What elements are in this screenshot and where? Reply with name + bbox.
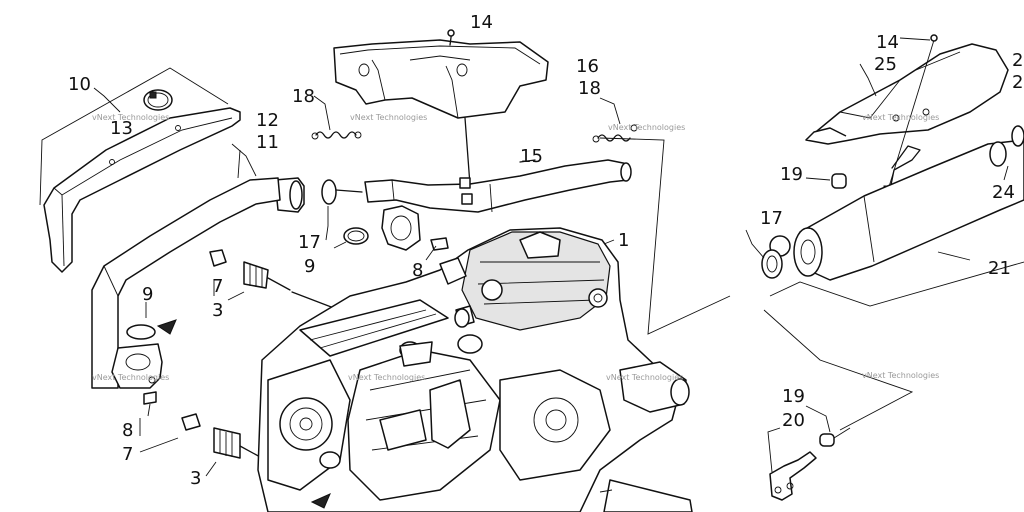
callout-12: 12 — [256, 110, 279, 131]
muffler — [769, 139, 1024, 281]
callout-8: 8 — [122, 420, 133, 441]
callout-25: 25 — [874, 54, 897, 75]
callout-8: 8 — [412, 260, 423, 281]
leader-line — [599, 97, 621, 125]
leader-line — [1003, 165, 1009, 181]
callout-15: 15 — [520, 146, 543, 167]
heat-shield-left — [43, 107, 241, 273]
leader-line — [599, 489, 613, 493]
callout-22: 22 — [1012, 50, 1024, 71]
leader-line — [767, 427, 781, 473]
rubber-grommet — [831, 173, 847, 189]
callout-20: 20 — [782, 410, 805, 431]
leader-line — [805, 177, 831, 181]
bolt — [425, 237, 449, 261]
callout-1: 1 — [618, 230, 629, 251]
leader-line — [805, 405, 831, 433]
leader-line — [464, 117, 471, 186]
leader-line — [139, 437, 179, 453]
leader-line — [205, 461, 217, 477]
watermark: vNext Technologies — [348, 373, 425, 382]
callout-18: 18 — [292, 86, 315, 107]
spring-left — [311, 131, 362, 140]
watermark: vNext Technologies — [862, 371, 939, 380]
spring-hook — [889, 145, 921, 191]
callout-10: 10 — [68, 74, 91, 95]
exhaust-header-pipe — [364, 159, 632, 251]
callout-17: 17 — [298, 232, 321, 253]
gasket-ring — [761, 249, 783, 279]
heat-shield-right — [805, 43, 1009, 145]
engine-assembly — [257, 227, 693, 512]
callout-3: 3 — [190, 468, 201, 489]
watermark-group: vNext Technologies vNext Technologies vN… — [92, 113, 939, 382]
rubber-grommet — [819, 427, 851, 447]
callout-14: 14 — [876, 32, 899, 53]
callout-17: 17 — [760, 208, 783, 229]
exhaust-flange — [111, 324, 163, 389]
leader-line — [887, 39, 935, 191]
leader-line — [937, 251, 971, 261]
callout-9: 9 — [142, 284, 153, 305]
exhaust-pipe-left — [91, 149, 281, 389]
leader-line — [899, 37, 931, 41]
reference-line — [769, 261, 1024, 307]
bolt — [143, 391, 157, 417]
tail-seal — [989, 125, 1024, 167]
leader-line — [325, 206, 329, 241]
leader-line — [93, 87, 121, 113]
o-ring-seal — [343, 227, 369, 245]
callout-19: 19 — [782, 386, 805, 407]
callout-23: 23 — [1012, 72, 1024, 93]
hose-clamp — [143, 89, 173, 111]
reference-line — [763, 309, 914, 431]
callout-24: 24 — [992, 182, 1015, 203]
watermark: vNext Technologies — [862, 113, 939, 122]
callout-7: 7 — [122, 444, 133, 465]
callout-3: 3 — [212, 300, 223, 321]
callout-18: 18 — [578, 78, 601, 99]
callout-21: 21 — [988, 258, 1011, 279]
oxygen-sensor-lower — [181, 413, 311, 491]
leader-line — [519, 159, 536, 163]
arrow-marker — [156, 319, 177, 335]
heat-shield-upper — [333, 39, 549, 119]
callout-9: 9 — [304, 256, 315, 277]
leader-line — [603, 239, 615, 245]
leader-line — [227, 291, 245, 301]
watermark: vNext Technologies — [608, 123, 685, 132]
callout-11: 11 — [256, 132, 279, 153]
leader-line — [745, 229, 765, 259]
watermark: vNext Technologies — [92, 113, 169, 122]
leader-line — [231, 143, 257, 177]
leader-line — [313, 95, 331, 131]
callout-labels: 14 16 18 18 10 12 13 11 15 1 17 9 8 7 3 … — [68, 12, 1024, 489]
watermark: vNext Technologies — [350, 113, 427, 122]
leader-line — [859, 63, 877, 97]
watermark: vNext Technologies — [606, 373, 683, 382]
reference-line — [599, 137, 731, 335]
mounting-bracket — [769, 451, 817, 501]
arrow-marker — [310, 493, 331, 509]
callout-16: 16 — [576, 56, 599, 77]
watermark: vNext Technologies — [92, 373, 169, 382]
callout-13: 13 — [110, 118, 133, 139]
callout-7: 7 — [212, 276, 223, 297]
callout-19: 19 — [780, 164, 803, 185]
callout-14: 14 — [470, 12, 493, 33]
leader-line — [333, 241, 347, 249]
bracket-outline — [39, 67, 229, 206]
gasket — [274, 177, 363, 213]
oxygen-sensor-upper — [209, 249, 361, 319]
